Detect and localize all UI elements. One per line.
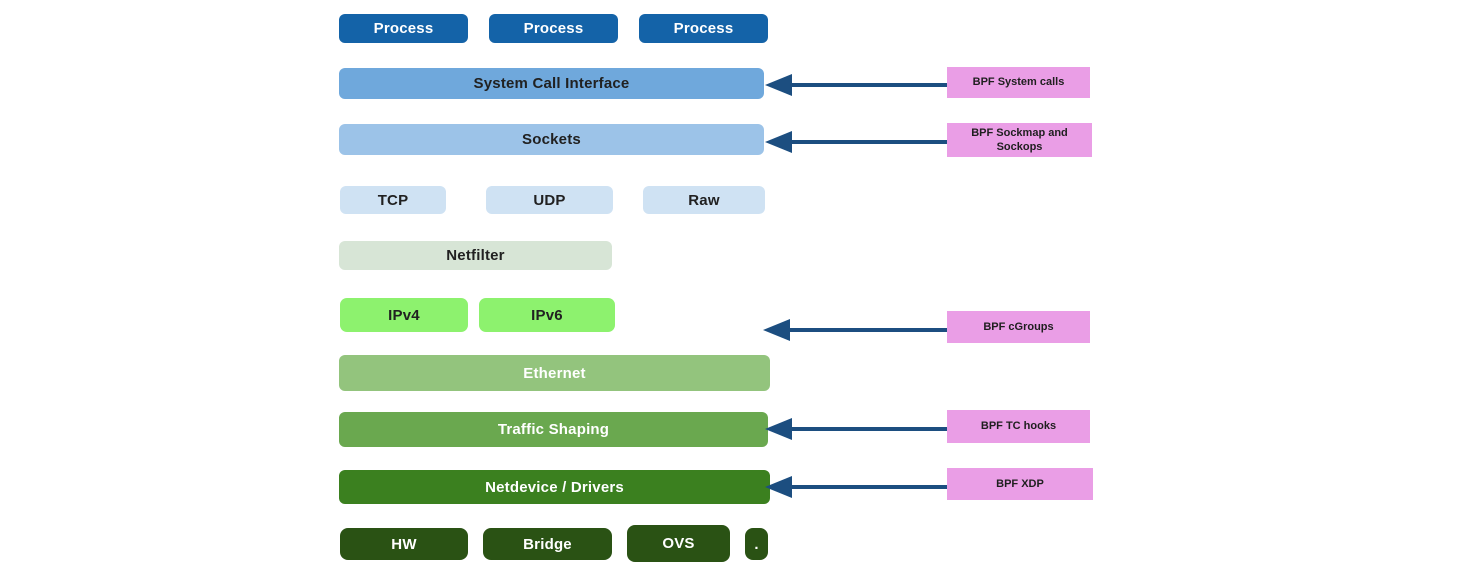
ipv6-box: IPv6	[479, 298, 615, 332]
arrow-head-icon	[765, 418, 792, 440]
arrow-line	[791, 427, 947, 431]
arrow-head-icon	[765, 74, 792, 96]
arrow-line	[791, 140, 947, 144]
bpf-xdp-label: BPF XDP	[947, 468, 1093, 500]
netfilter-box: Netfilter	[339, 241, 612, 270]
bpf-tc-hooks-label: BPF TC hooks	[947, 410, 1090, 443]
ovs-box: OVS	[627, 525, 730, 562]
arrow-line	[791, 83, 947, 87]
hw-box: HW	[340, 528, 468, 560]
ipv4-box: IPv4	[340, 298, 468, 332]
ethernet-box: Ethernet	[339, 355, 770, 391]
bpf-sockmap-sockops-label: BPF Sockmap and Sockops	[947, 123, 1092, 157]
arrow-line	[789, 328, 947, 332]
raw-box: Raw	[643, 186, 765, 214]
system-call-interface-box: System Call Interface	[339, 68, 764, 99]
ellipsis-box: .	[745, 528, 768, 560]
arrow-head-icon	[763, 319, 790, 341]
netdevice-drivers-box: Netdevice / Drivers	[339, 470, 770, 504]
bpf-cgroups-label: BPF cGroups	[947, 311, 1090, 343]
tcp-box: TCP	[340, 186, 446, 214]
sockets-box: Sockets	[339, 124, 764, 155]
arrow-line	[791, 485, 947, 489]
process-box-2: Process	[489, 14, 618, 43]
traffic-shaping-box: Traffic Shaping	[339, 412, 768, 447]
process-box-1: Process	[339, 14, 468, 43]
bridge-box: Bridge	[483, 528, 612, 560]
process-box-3: Process	[639, 14, 768, 43]
arrow-head-icon	[765, 131, 792, 153]
arrow-head-icon	[765, 476, 792, 498]
bpf-system-calls-label: BPF System calls	[947, 67, 1090, 98]
udp-box: UDP	[486, 186, 613, 214]
